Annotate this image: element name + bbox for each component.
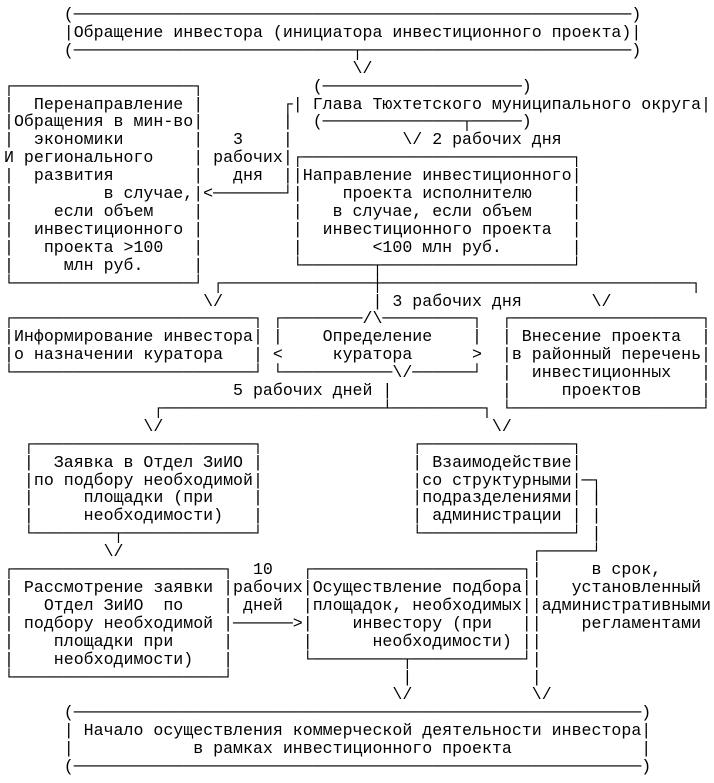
investment-process-flowchart-ascii: (───────────────────────────────────────… — [4, 5, 712, 777]
investment-process-flowchart-page: (───────────────────────────────────────… — [4, 5, 712, 777]
